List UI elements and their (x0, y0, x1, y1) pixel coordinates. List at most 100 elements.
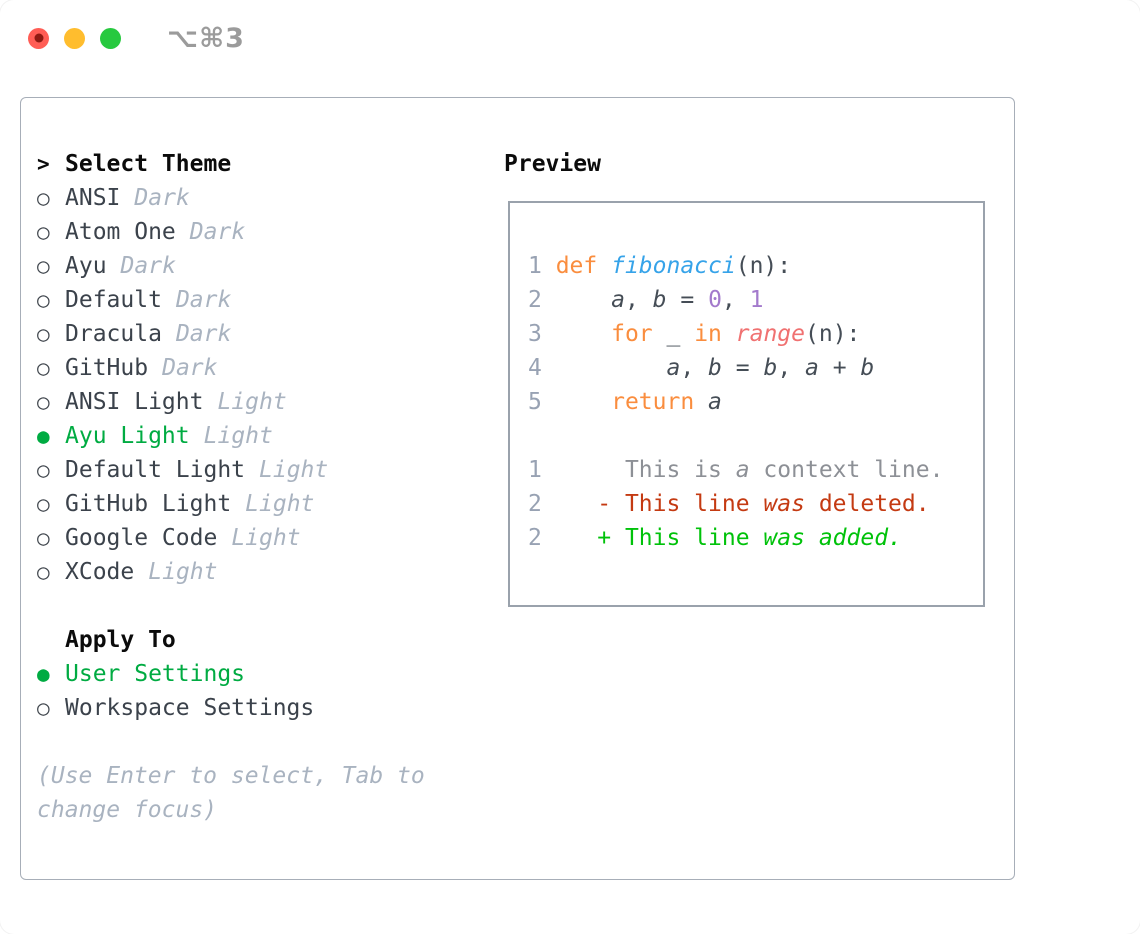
code-token-plain (694, 389, 708, 415)
code-line: 5 return a (528, 385, 983, 419)
theme-item-label: Default Light (65, 457, 246, 483)
line-number: 2 (528, 287, 556, 313)
theme-item-label: GitHub (65, 355, 149, 381)
theme-item-label: Dracula (65, 321, 162, 347)
code-line: 2 a, b = 0, 1 (528, 283, 983, 317)
help-text: (Use Enter to select, Tab to change focu… (37, 763, 425, 823)
code-token-id: a (805, 355, 819, 381)
radio-selected-icon: ● (37, 662, 50, 686)
code-token-ctx: This is (555, 457, 736, 483)
theme-item-default-light[interactable]: ○ Default Light Light (37, 453, 483, 487)
line-number: 3 (528, 321, 556, 347)
code-token-id: b (763, 355, 778, 381)
titlebar: ⌥⌘3 (28, 0, 245, 76)
code-token-plain (722, 321, 736, 347)
code-token-plain (556, 389, 611, 415)
code-token-del: - This line (555, 491, 764, 517)
theme-item-label: Google Code (65, 525, 218, 551)
theme-item-ansi[interactable]: ○ ANSI Dark (37, 181, 483, 215)
theme-variant-tag: Light (217, 389, 287, 415)
line-number: 2 (528, 525, 556, 551)
radio-unselected-icon: ○ (37, 492, 50, 516)
code-token-plain (556, 321, 611, 347)
theme-item-label: ANSI (65, 185, 121, 211)
radio-unselected-icon: ○ (37, 288, 50, 312)
code-token-add: was (763, 525, 805, 551)
line-number: 2 (528, 491, 556, 517)
code-token-plain: , (721, 287, 750, 313)
line-number: 1 (528, 253, 556, 279)
code-token-ctx: context line. (749, 457, 944, 483)
focus-dot-icon (34, 33, 43, 43)
code-token-id: b (708, 355, 722, 381)
theme-item-label: Atom One (65, 219, 176, 245)
close-button[interactable] (28, 27, 49, 49)
code-token-ctx: a (735, 457, 750, 483)
theme-variant-tag: Light (203, 423, 273, 449)
radio-unselected-icon: ○ (37, 186, 50, 210)
theme-variant-tag: Dark (162, 355, 218, 381)
code-token-plain: _ (652, 321, 695, 347)
theme-variant-tag: Light (259, 457, 329, 483)
apply-to-list: Apply To ●User Settings○Workspace Settin… (37, 623, 483, 725)
code-line (528, 419, 983, 453)
apply-option-user-settings[interactable]: ●User Settings (37, 657, 483, 691)
code-token-num: 1 (749, 287, 764, 313)
code-token-plain: = (721, 355, 764, 381)
theme-variant-tag: Dark (189, 219, 246, 245)
radio-unselected-icon: ○ (37, 458, 50, 482)
theme-list-title: Select Theme (65, 151, 232, 177)
radio-unselected-icon: ○ (37, 560, 50, 584)
code-token-fn: fibonacci (611, 253, 736, 279)
apply-to-header: Apply To (37, 623, 483, 657)
code-token-plain: , (777, 355, 806, 381)
code-token-id: a (708, 389, 722, 415)
code-token-add: added. (818, 525, 902, 551)
radio-unselected-icon: ○ (37, 696, 50, 720)
code-token-plain (556, 355, 667, 381)
code-token-add: + This line (555, 525, 764, 551)
radio-unselected-icon: ○ (37, 390, 50, 414)
apply-to-title: Apply To (65, 627, 176, 653)
theme-variant-tag: Dark (134, 185, 190, 211)
code-token-kw: def (555, 253, 612, 279)
code-token-kw: for (611, 321, 653, 347)
line-number: 5 (528, 389, 556, 415)
traffic-lights (28, 27, 121, 49)
theme-variant-tag: Dark (175, 321, 232, 347)
focus-caret-icon: > (37, 152, 50, 176)
code-line: 4 a, b = b, a + b (528, 351, 983, 385)
zoom-button[interactable] (100, 27, 121, 49)
code-token-num: 0 (708, 287, 722, 313)
theme-variant-tag: Dark (120, 253, 176, 279)
theme-variant-tag: Dark (175, 287, 232, 313)
radio-unselected-icon: ○ (37, 526, 50, 550)
window-title: ⌥⌘3 (167, 22, 245, 54)
minimize-button[interactable] (64, 27, 85, 49)
code-token-del: was (763, 491, 805, 517)
code-token-id: b (652, 287, 667, 313)
theme-item-label: GitHub Light (65, 491, 232, 517)
preview-title: Preview (504, 151, 601, 177)
code-token-plain: = (666, 287, 709, 313)
line-number: 4 (528, 355, 556, 381)
code-line: 3 for _ in range(n): (528, 317, 983, 351)
code-token-call: range (735, 321, 805, 347)
apply-option-workspace-settings[interactable]: ○Workspace Settings (37, 691, 483, 725)
code-line: 2 + This line was added. (528, 521, 983, 555)
code-token-plain: + (818, 355, 861, 381)
